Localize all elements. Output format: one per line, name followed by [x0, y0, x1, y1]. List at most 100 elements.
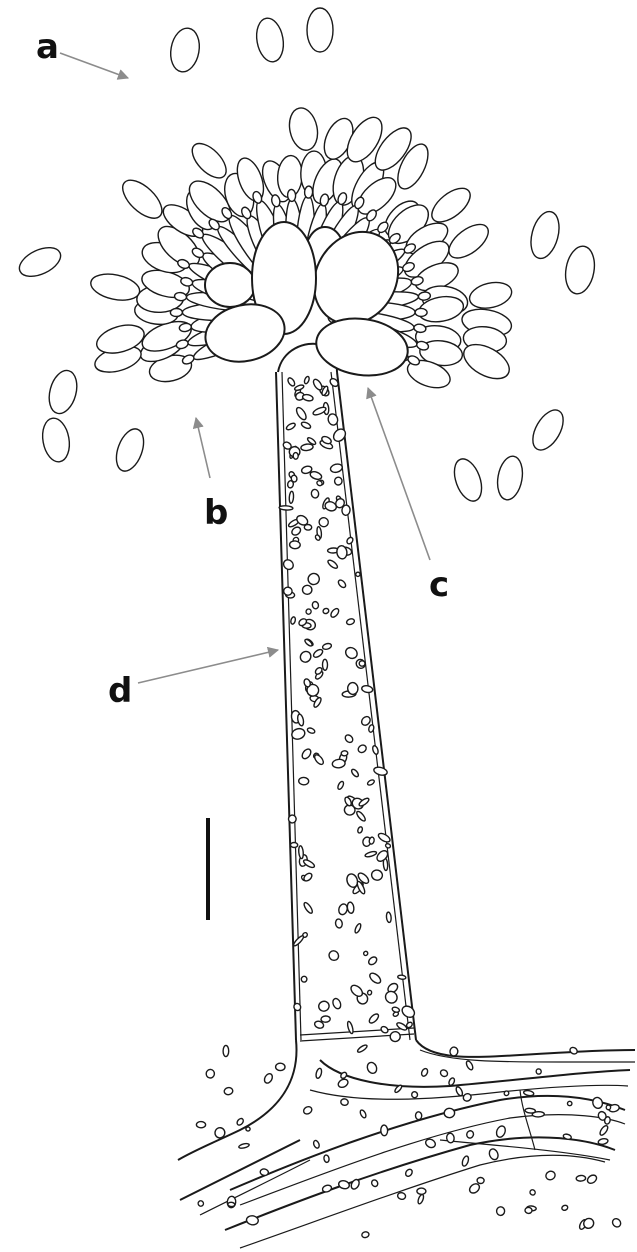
granule [206, 1069, 215, 1078]
conidium [186, 138, 232, 184]
granule [315, 1068, 322, 1079]
conidium [167, 26, 202, 74]
phialide-neck [304, 186, 313, 199]
granule [598, 1138, 609, 1145]
granule [383, 989, 399, 1005]
granule [411, 1091, 418, 1098]
granule [449, 1047, 458, 1057]
granule [392, 1006, 400, 1013]
granule [238, 1143, 249, 1149]
granule [396, 1021, 408, 1031]
granule [301, 421, 312, 430]
granule [223, 1045, 229, 1056]
granule [330, 463, 344, 474]
granule [404, 1168, 413, 1178]
granule [372, 745, 379, 755]
granule [561, 1204, 568, 1211]
granule [611, 1217, 623, 1229]
granule [344, 645, 360, 660]
granule [331, 997, 342, 1010]
granule [465, 1060, 474, 1071]
granule [290, 616, 296, 624]
conidium [527, 405, 570, 455]
granule [536, 1068, 542, 1074]
arrow-d [138, 650, 278, 683]
granule [236, 1117, 245, 1126]
granule [303, 678, 311, 688]
granule [381, 1125, 388, 1136]
granule [301, 443, 314, 451]
granule [300, 747, 312, 760]
granule [228, 1202, 235, 1207]
granule [347, 682, 358, 694]
granule [304, 638, 313, 647]
granule [322, 1184, 333, 1193]
granule [359, 661, 365, 667]
granule [318, 517, 329, 528]
granule [322, 643, 332, 651]
granule [301, 976, 307, 982]
granule [329, 607, 340, 618]
phialide-neck [415, 308, 427, 316]
granule [347, 902, 355, 914]
granule [306, 572, 321, 587]
granule [357, 1044, 368, 1054]
conidium [15, 242, 65, 282]
granule [373, 766, 388, 777]
granule [346, 618, 355, 626]
conidium [253, 16, 286, 64]
granule [224, 1087, 234, 1096]
arrow-a [60, 53, 128, 78]
granule [338, 1180, 350, 1190]
granule [307, 727, 316, 734]
granule [214, 1127, 225, 1138]
granule [344, 733, 354, 743]
granule [305, 608, 312, 615]
granule [287, 377, 296, 387]
granule [461, 1155, 470, 1167]
granule [294, 384, 304, 391]
granule [341, 751, 348, 757]
granule [350, 768, 359, 778]
granule [312, 378, 324, 391]
granule [386, 912, 392, 923]
granule [317, 1000, 330, 1013]
granule [370, 1179, 378, 1188]
granule [335, 918, 343, 928]
granule [420, 1068, 428, 1078]
granule [586, 1173, 598, 1185]
granule [332, 759, 346, 769]
granule [359, 1109, 367, 1119]
granule [370, 869, 383, 882]
granule [363, 951, 369, 957]
granule [567, 1101, 573, 1107]
granule [322, 659, 327, 670]
granule [477, 1177, 484, 1183]
granule [361, 1231, 369, 1238]
granule [337, 1078, 349, 1089]
granule [302, 394, 314, 402]
label-d: d [108, 671, 132, 711]
granule [496, 1207, 505, 1216]
granule [323, 1155, 329, 1163]
granule [417, 1194, 425, 1205]
granule [397, 1192, 406, 1200]
granule [369, 837, 375, 845]
granule [604, 1116, 611, 1124]
granule [544, 1170, 556, 1182]
granule [302, 1105, 313, 1115]
granule [302, 858, 315, 868]
conidium [116, 174, 168, 225]
granule [289, 541, 300, 549]
granule [303, 901, 314, 914]
conidium [562, 244, 598, 296]
granule [197, 1200, 204, 1207]
granule [367, 990, 372, 995]
granule [397, 975, 406, 980]
granule [357, 826, 363, 834]
granule [313, 1140, 321, 1149]
granule [367, 779, 376, 786]
granule [599, 1124, 610, 1136]
granule [525, 1207, 533, 1214]
